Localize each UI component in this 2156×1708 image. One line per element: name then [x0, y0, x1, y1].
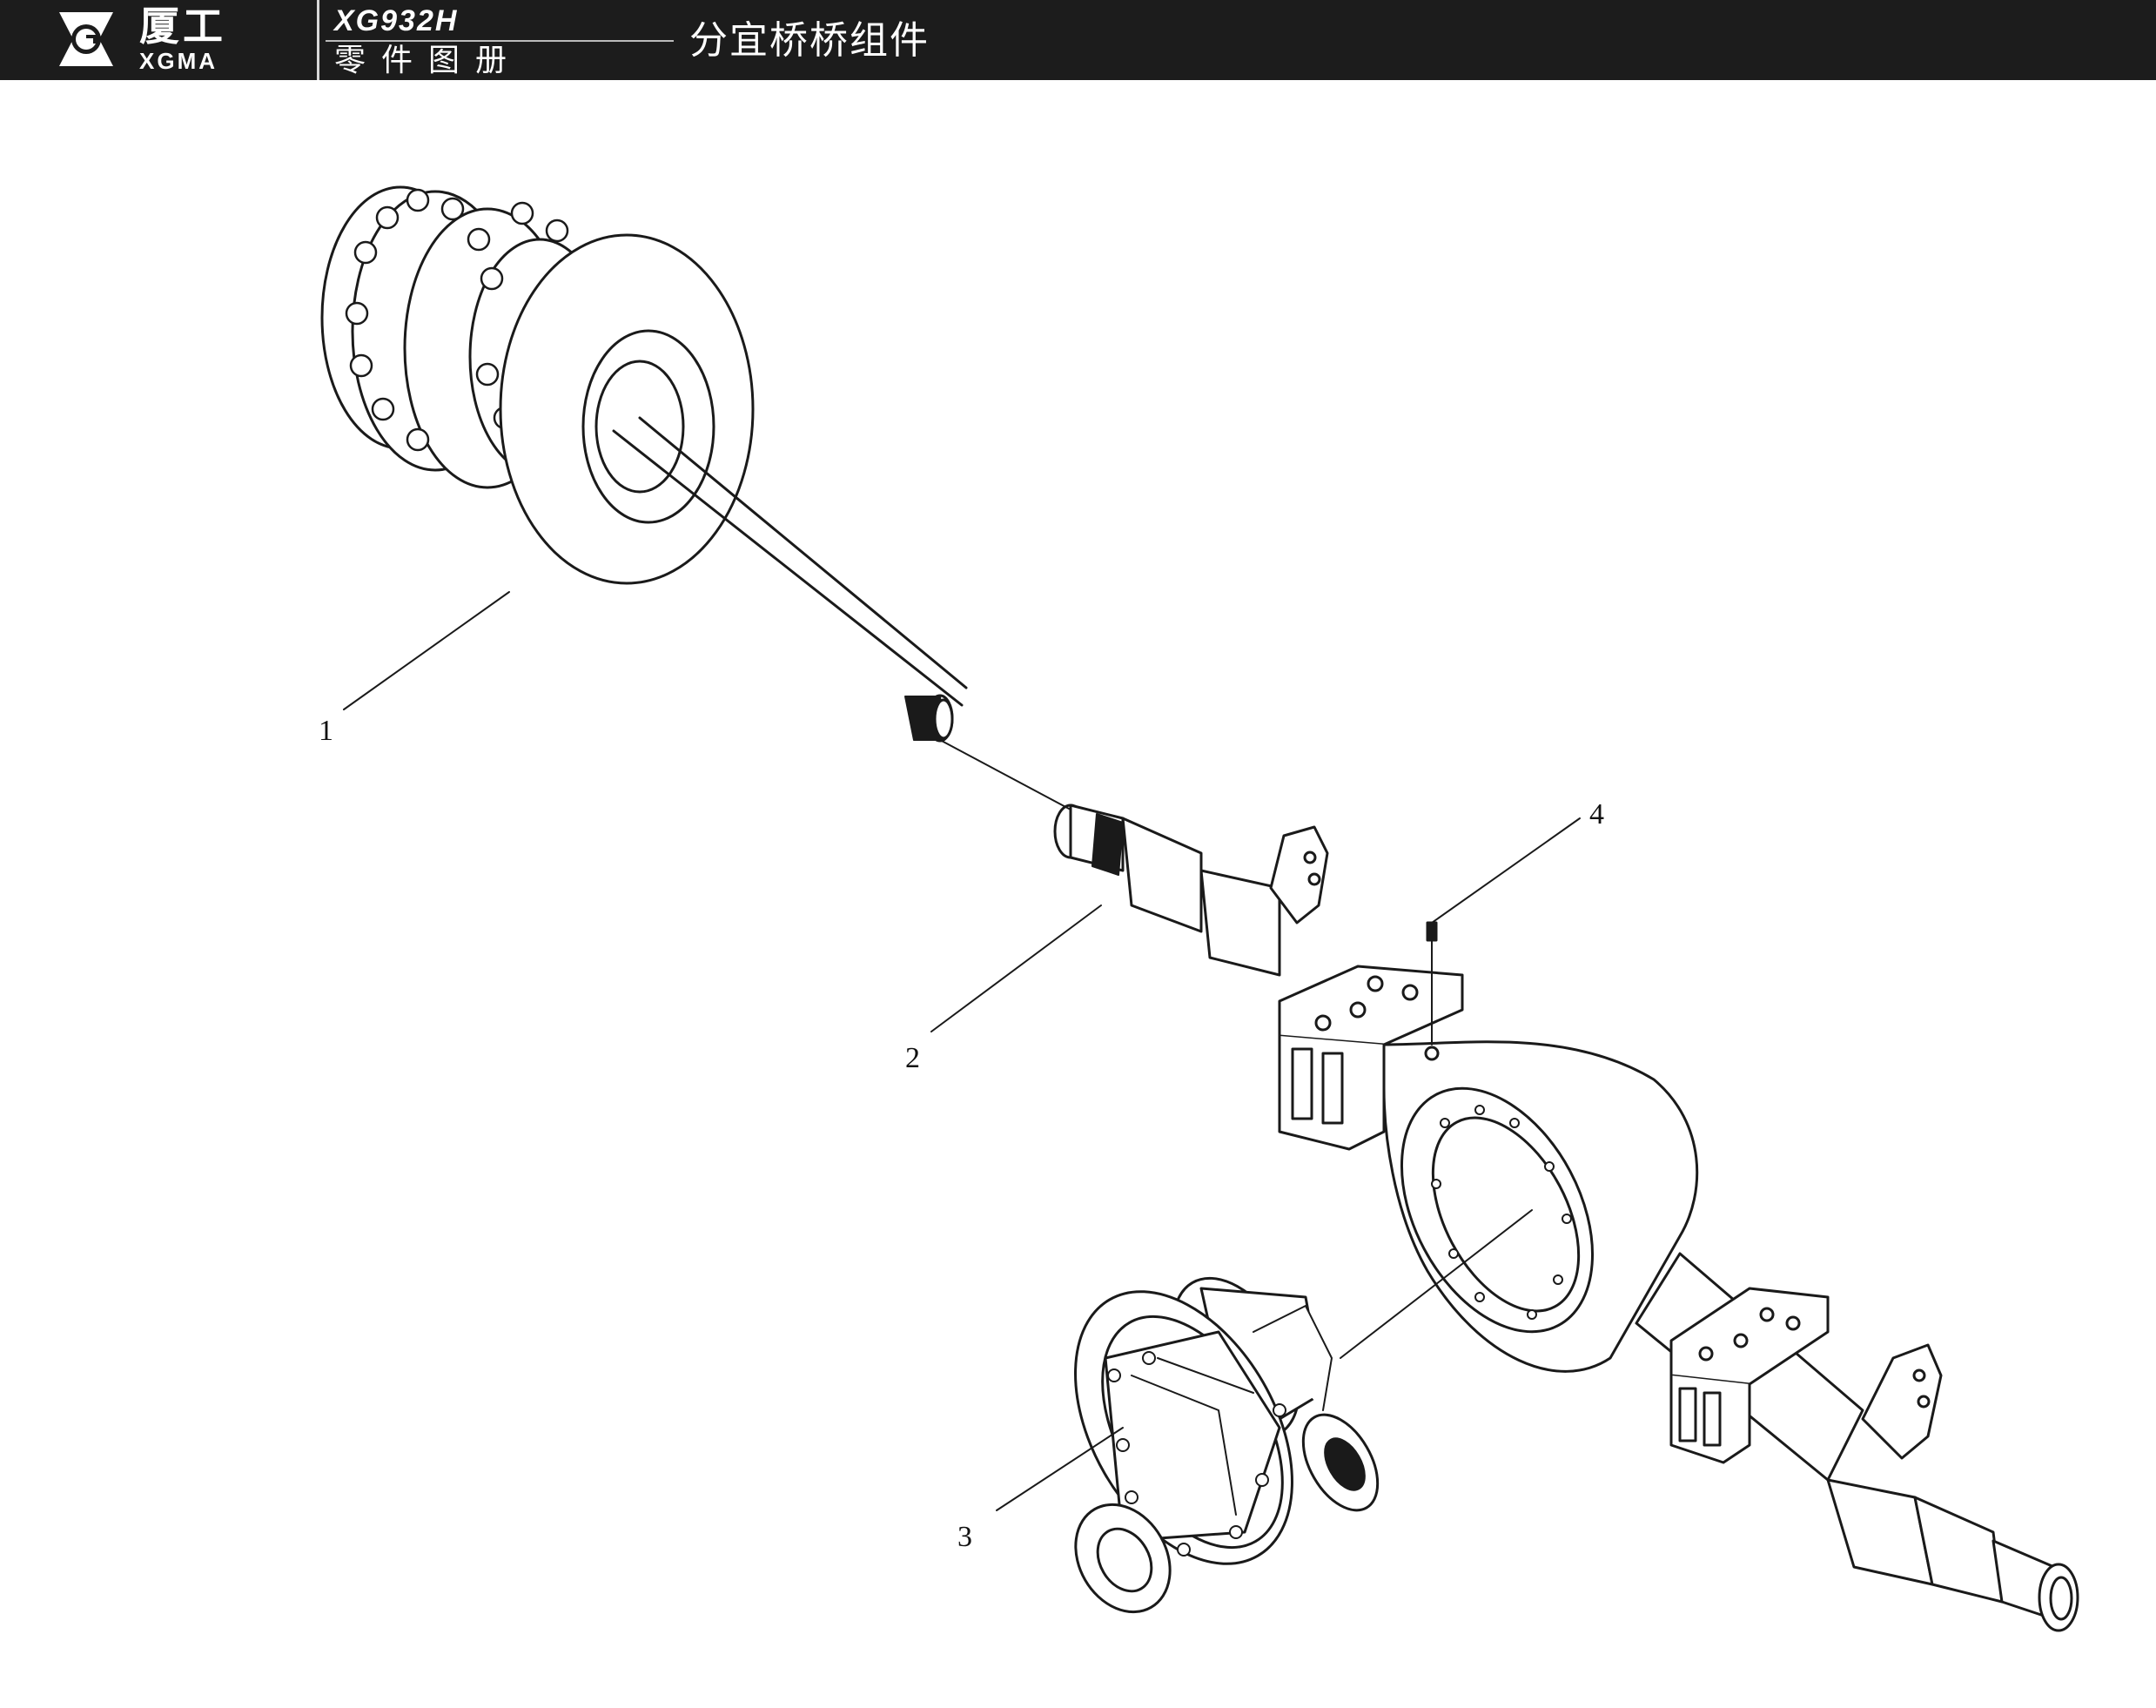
leader-lines [343, 591, 1581, 1511]
differential-assembly [1074, 1276, 1380, 1614]
callout-2: 2 [905, 1042, 920, 1074]
header-bar: 厦工 XGMA XG932H 零件图册 分宜桥桥组件 [0, 0, 2156, 80]
axle-housing [1053, 804, 2079, 1632]
header-divider [317, 0, 319, 80]
header-rule [326, 40, 674, 42]
brand-english: XGMA [139, 48, 218, 74]
callout-1: 1 [319, 715, 333, 747]
callout-4: 4 [1589, 798, 1604, 830]
wheel-hub-assembly [320, 185, 968, 743]
xgma-logo-icon [59, 12, 113, 66]
catalog-label: 零件图册 [334, 42, 523, 77]
brand-chinese: 厦工 [139, 3, 226, 49]
model-number: XG932H [334, 4, 459, 37]
assembly-title: 分宜桥桥组件 [689, 19, 930, 62]
callout-3: 3 [957, 1521, 972, 1553]
exploded-axle-diagram [320, 185, 2079, 1632]
